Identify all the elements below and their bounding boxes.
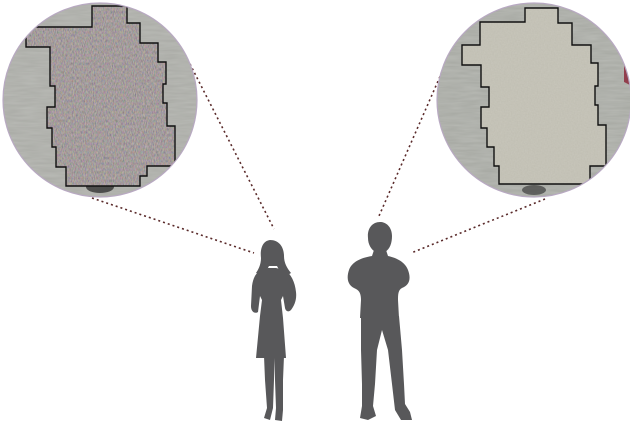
man-silhouette-icon [348, 222, 412, 420]
connector-right-bottom [411, 199, 545, 253]
connector-left-top [190, 64, 274, 229]
connector-left-bottom [92, 198, 254, 253]
right-magnified-view [434, 0, 630, 200]
woman-silhouette-icon [251, 240, 296, 421]
left-magnified-view [0, 0, 200, 200]
connector-right-top [379, 72, 442, 216]
